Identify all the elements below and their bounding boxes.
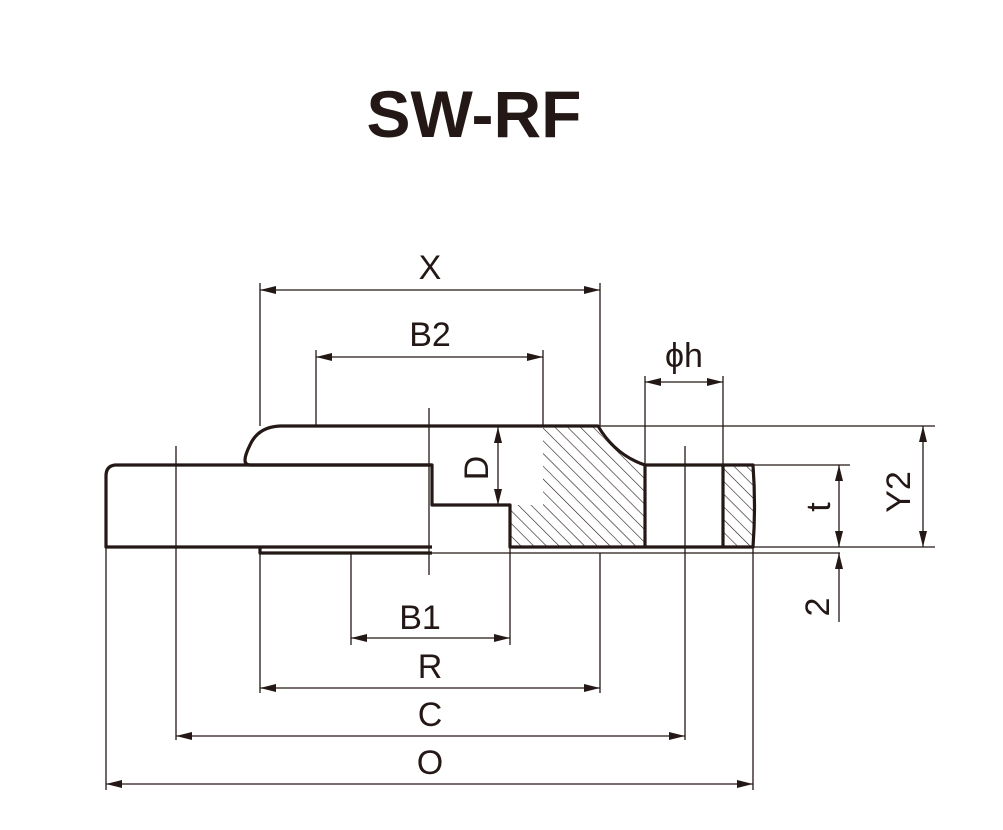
arrowheads: [106, 286, 927, 788]
extension-lines: [105, 283, 935, 790]
dim-label-y2: Y2: [880, 471, 918, 513]
dim-label-x: X: [419, 249, 442, 287]
dim-label-d: D: [458, 456, 496, 481]
dim-label-2: 2: [799, 598, 837, 617]
dim-label-b1: B1: [399, 599, 441, 637]
flange-left-body: [104, 463, 432, 549]
dim-label-c: C: [418, 696, 443, 734]
dim-label-phi-h: ϕh: [665, 337, 703, 375]
dim-label-b2: B2: [409, 316, 451, 354]
section-hatching: [510, 427, 753, 547]
bolt-hole: [643, 464, 725, 547]
flange-outline: [243, 424, 757, 549]
dim-label-o: O: [417, 744, 443, 782]
dim-label-r: R: [418, 648, 443, 686]
page-title: SW-RF: [367, 77, 582, 151]
dim-label-t: t: [800, 502, 838, 512]
